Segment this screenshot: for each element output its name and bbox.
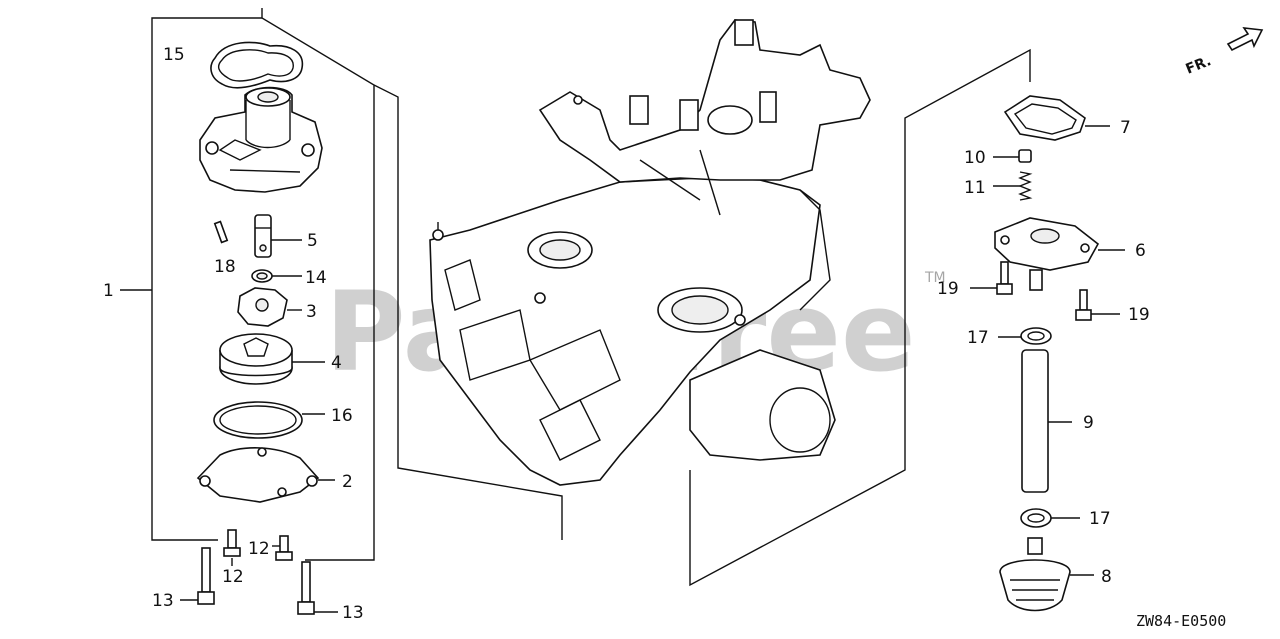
callout-4[interactable]: 4: [331, 353, 342, 373]
bolt-13b[interactable]: [297, 561, 338, 615]
callout-9[interactable]: 9: [1083, 413, 1094, 433]
callout-12a[interactable]: 12: [222, 567, 244, 587]
direction-label: FR.: [1184, 53, 1214, 78]
callout-11[interactable]: 11: [964, 178, 986, 198]
diagram-code: ZW84-E0500: [1136, 612, 1226, 630]
callout-2[interactable]: 2: [342, 472, 353, 492]
bolt-19b[interactable]: [1075, 289, 1120, 321]
bolt-19a[interactable]: [970, 261, 1013, 295]
pin-18[interactable]: [213, 220, 229, 244]
gasket-7[interactable]: [1003, 95, 1110, 141]
callout-16[interactable]: 16: [331, 406, 353, 426]
callout-18[interactable]: 18: [214, 257, 236, 277]
callout-12b[interactable]: 12: [248, 539, 270, 559]
callout-17a[interactable]: 17: [967, 328, 989, 348]
callout-15[interactable]: 15: [163, 45, 185, 65]
clamp-17b[interactable]: [1020, 508, 1080, 528]
seal-14[interactable]: [251, 269, 302, 283]
callout-labels: 1 2 3 4 5 6 7 8 9 10 11 12 12 13 13 14 1…: [103, 45, 1150, 623]
callout-13b[interactable]: 13: [342, 603, 364, 623]
callout-6[interactable]: 6: [1135, 241, 1146, 261]
callout-13a[interactable]: 13: [152, 591, 174, 611]
engine-block-frame: [373, 48, 1031, 587]
callout-8[interactable]: 8: [1101, 567, 1112, 587]
cover-plate-2[interactable]: [196, 447, 335, 503]
outer-rotor-4[interactable]: [219, 333, 325, 385]
clamp-17a[interactable]: [998, 327, 1052, 345]
housing-6[interactable]: [994, 217, 1125, 291]
callout-5[interactable]: 5: [307, 231, 318, 251]
inner-rotor-3[interactable]: [237, 287, 302, 327]
pump-housing[interactable]: [199, 86, 323, 193]
callout-7[interactable]: 7: [1120, 118, 1131, 138]
callout-1[interactable]: 1: [103, 281, 114, 301]
callout-19a[interactable]: 19: [937, 279, 959, 299]
bolt-13a[interactable]: [180, 547, 215, 605]
callout-14[interactable]: 14: [305, 268, 327, 288]
cap-10[interactable]: [993, 149, 1032, 163]
callout-19b[interactable]: 19: [1128, 305, 1150, 325]
cylinder-block[interactable]: [429, 19, 871, 486]
callout-17b[interactable]: 17: [1089, 509, 1111, 529]
watermark-tm: TM: [924, 270, 946, 286]
front-direction-indicator: FR.: [1184, 27, 1264, 78]
callout-3[interactable]: 3: [306, 302, 317, 322]
gasket-15[interactable]: [210, 41, 304, 89]
bolt-12b[interactable]: [272, 535, 293, 561]
callout-10[interactable]: 10: [964, 148, 986, 168]
bolt-12a[interactable]: [223, 529, 241, 566]
shaft-5[interactable]: [254, 214, 302, 258]
hose-9[interactable]: [1021, 349, 1072, 493]
spring-11[interactable]: [993, 171, 1033, 201]
arrow-right-icon: [1226, 27, 1264, 52]
o-ring-16[interactable]: [213, 401, 325, 439]
filter-8[interactable]: [999, 537, 1094, 612]
